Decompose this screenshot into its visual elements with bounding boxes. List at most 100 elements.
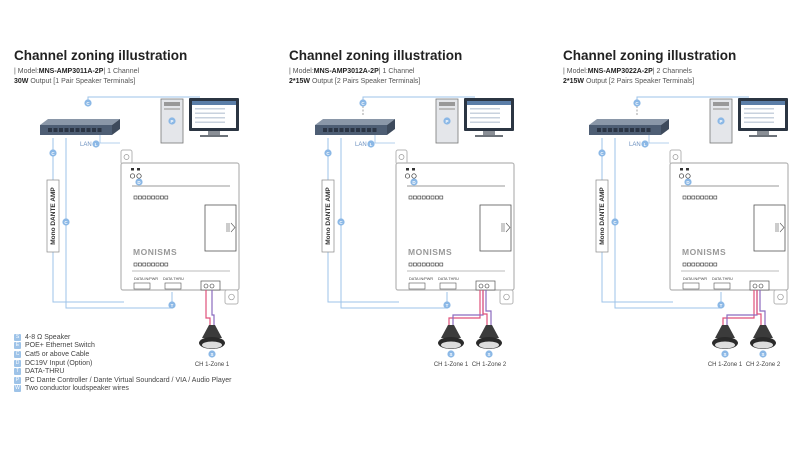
pc-icon — [709, 98, 788, 144]
svg-text:C: C — [613, 220, 617, 225]
svg-text:L: L — [95, 142, 98, 147]
cable-badge-amp: C — [337, 218, 345, 226]
legend-text: Cat5 or above Cable — [25, 350, 90, 358]
dante-amp-device — [120, 149, 240, 305]
port-data-thru-label: DATA THRU — [163, 277, 184, 281]
svg-text:S: S — [723, 352, 726, 357]
dante-amp-device — [395, 149, 515, 305]
cable-badge-amp: C — [62, 218, 70, 226]
svg-text:S: S — [487, 352, 490, 357]
legend-key-icon: W — [14, 385, 21, 393]
output-line: 2*15W Output [2 Pairs Speaker Terminals] — [289, 78, 421, 85]
cable-badge-switch: C — [598, 149, 606, 157]
legend-key-icon: D — [14, 359, 21, 367]
pc-icon — [160, 98, 239, 144]
pc-badge: P — [168, 117, 176, 125]
svg-text:L: L — [644, 142, 647, 147]
panel-title: Channel zoning illustration — [563, 48, 737, 63]
speaker-badge-2: S — [485, 350, 493, 358]
panel-title: Channel zoning illustration — [289, 48, 463, 63]
lan-badge: L — [367, 140, 375, 148]
port-data-in-label: DATA IN/PWR — [409, 277, 433, 281]
dante-amp-device — [669, 149, 789, 305]
legend-item: P PC Dante Controller / Dante Virtual Sou… — [14, 376, 231, 385]
data-thru-badge: T — [443, 301, 451, 309]
svg-text:T: T — [446, 303, 449, 308]
svg-text:C: C — [635, 101, 639, 106]
svg-text:D: D — [686, 180, 690, 185]
svg-text:D: D — [412, 180, 416, 185]
zone-label-2: CH 1-Zone 2 — [472, 362, 507, 368]
amp-type-label: Mono DANTE AMP — [321, 179, 335, 253]
legend-text: POE+ Ethernet Switch — [25, 342, 95, 350]
svg-text:Mono DANTE AMP: Mono DANTE AMP — [50, 187, 57, 245]
speaker-badge-2: S — [759, 350, 767, 358]
legend-key-icon: E — [14, 342, 21, 350]
port-data-thru-label: DATA THRU — [712, 277, 733, 281]
model-line: | Model:MNS-AMP3022A-2P| 2 Channels — [563, 68, 692, 75]
cable-lan — [374, 135, 395, 144]
brand-label: MONISMS — [133, 247, 177, 257]
amp-type-label: Mono DANTE AMP — [46, 179, 60, 253]
legend-key-icon: T — [14, 368, 21, 376]
svg-text:S: S — [210, 352, 213, 357]
svg-text:C: C — [600, 151, 604, 156]
lan-badge: L — [92, 140, 100, 148]
cable-badge-switch: C — [49, 149, 57, 157]
cable-lan — [648, 135, 669, 144]
port-data-in-label: DATA IN/PWR — [134, 277, 158, 281]
zone-label-1: CH 1-Zone 1 — [195, 362, 230, 368]
legend-key-icon: P — [14, 376, 21, 384]
zone-label-1: CH 1-Zone 1 — [434, 362, 469, 368]
svg-text:T: T — [720, 303, 723, 308]
brand-label: MONISMS — [682, 247, 726, 257]
svg-text:C: C — [361, 101, 365, 106]
data-thru-badge: T — [168, 301, 176, 309]
svg-text:L: L — [370, 142, 373, 147]
poe-switch-icon — [40, 119, 120, 135]
cable-badge-amp: C — [611, 218, 619, 226]
lan-label: LAN — [629, 142, 641, 148]
legend-text: PC Dante Controller / Dante Virtual Soun… — [25, 376, 232, 384]
cable-badge-top: C — [633, 99, 641, 107]
legend-text: DATA-THRU — [25, 368, 65, 376]
speaker-2 — [476, 290, 502, 349]
amp-type-label: Mono DANTE AMP — [595, 179, 609, 253]
svg-text:C: C — [51, 151, 55, 156]
svg-text:S: S — [761, 352, 764, 357]
port-data-in-label: DATA IN/PWR — [683, 277, 707, 281]
dc-badge: D — [135, 178, 143, 186]
cable-badge-top: C — [84, 99, 92, 107]
poe-switch-icon — [315, 119, 395, 135]
speaker-1 — [199, 290, 225, 349]
panel-title: Channel zoning illustration — [14, 48, 188, 63]
legend-item: E POE+ Ethernet Switch — [14, 342, 231, 351]
svg-text:C: C — [339, 220, 343, 225]
lan-label: LAN — [355, 142, 367, 148]
svg-text:T: T — [171, 303, 174, 308]
zone-label-2: CH 2-Zone 2 — [746, 362, 781, 368]
lan-label: LAN — [80, 142, 92, 148]
legend-item: T DATA-THRU — [14, 367, 231, 376]
svg-text:C: C — [326, 151, 330, 156]
speaker-badge-1: S — [208, 350, 216, 358]
svg-text:Mono DANTE AMP: Mono DANTE AMP — [599, 187, 606, 245]
output-line: 30W Output [1 Pair Speaker Terminals] — [14, 78, 136, 85]
cable-badge-top: C — [359, 99, 367, 107]
legend-text: Two conductor loudspeaker wires — [25, 385, 129, 393]
cable-badge-switch: C — [324, 149, 332, 157]
panel-2: Channel zoning illustration| Model:MNS-A… — [275, 0, 541, 451]
legend-key-icon: S — [14, 333, 21, 341]
data-thru-badge: T — [717, 301, 725, 309]
lan-badge: L — [641, 140, 649, 148]
svg-text:D: D — [137, 180, 141, 185]
pc-badge: P — [443, 117, 451, 125]
speaker-badge-1: S — [721, 350, 729, 358]
zone-label-1: CH 1-Zone 1 — [708, 362, 743, 368]
pc-badge: P — [717, 117, 725, 125]
dc-badge: D — [410, 178, 418, 186]
legend-key-icon: C — [14, 350, 21, 358]
